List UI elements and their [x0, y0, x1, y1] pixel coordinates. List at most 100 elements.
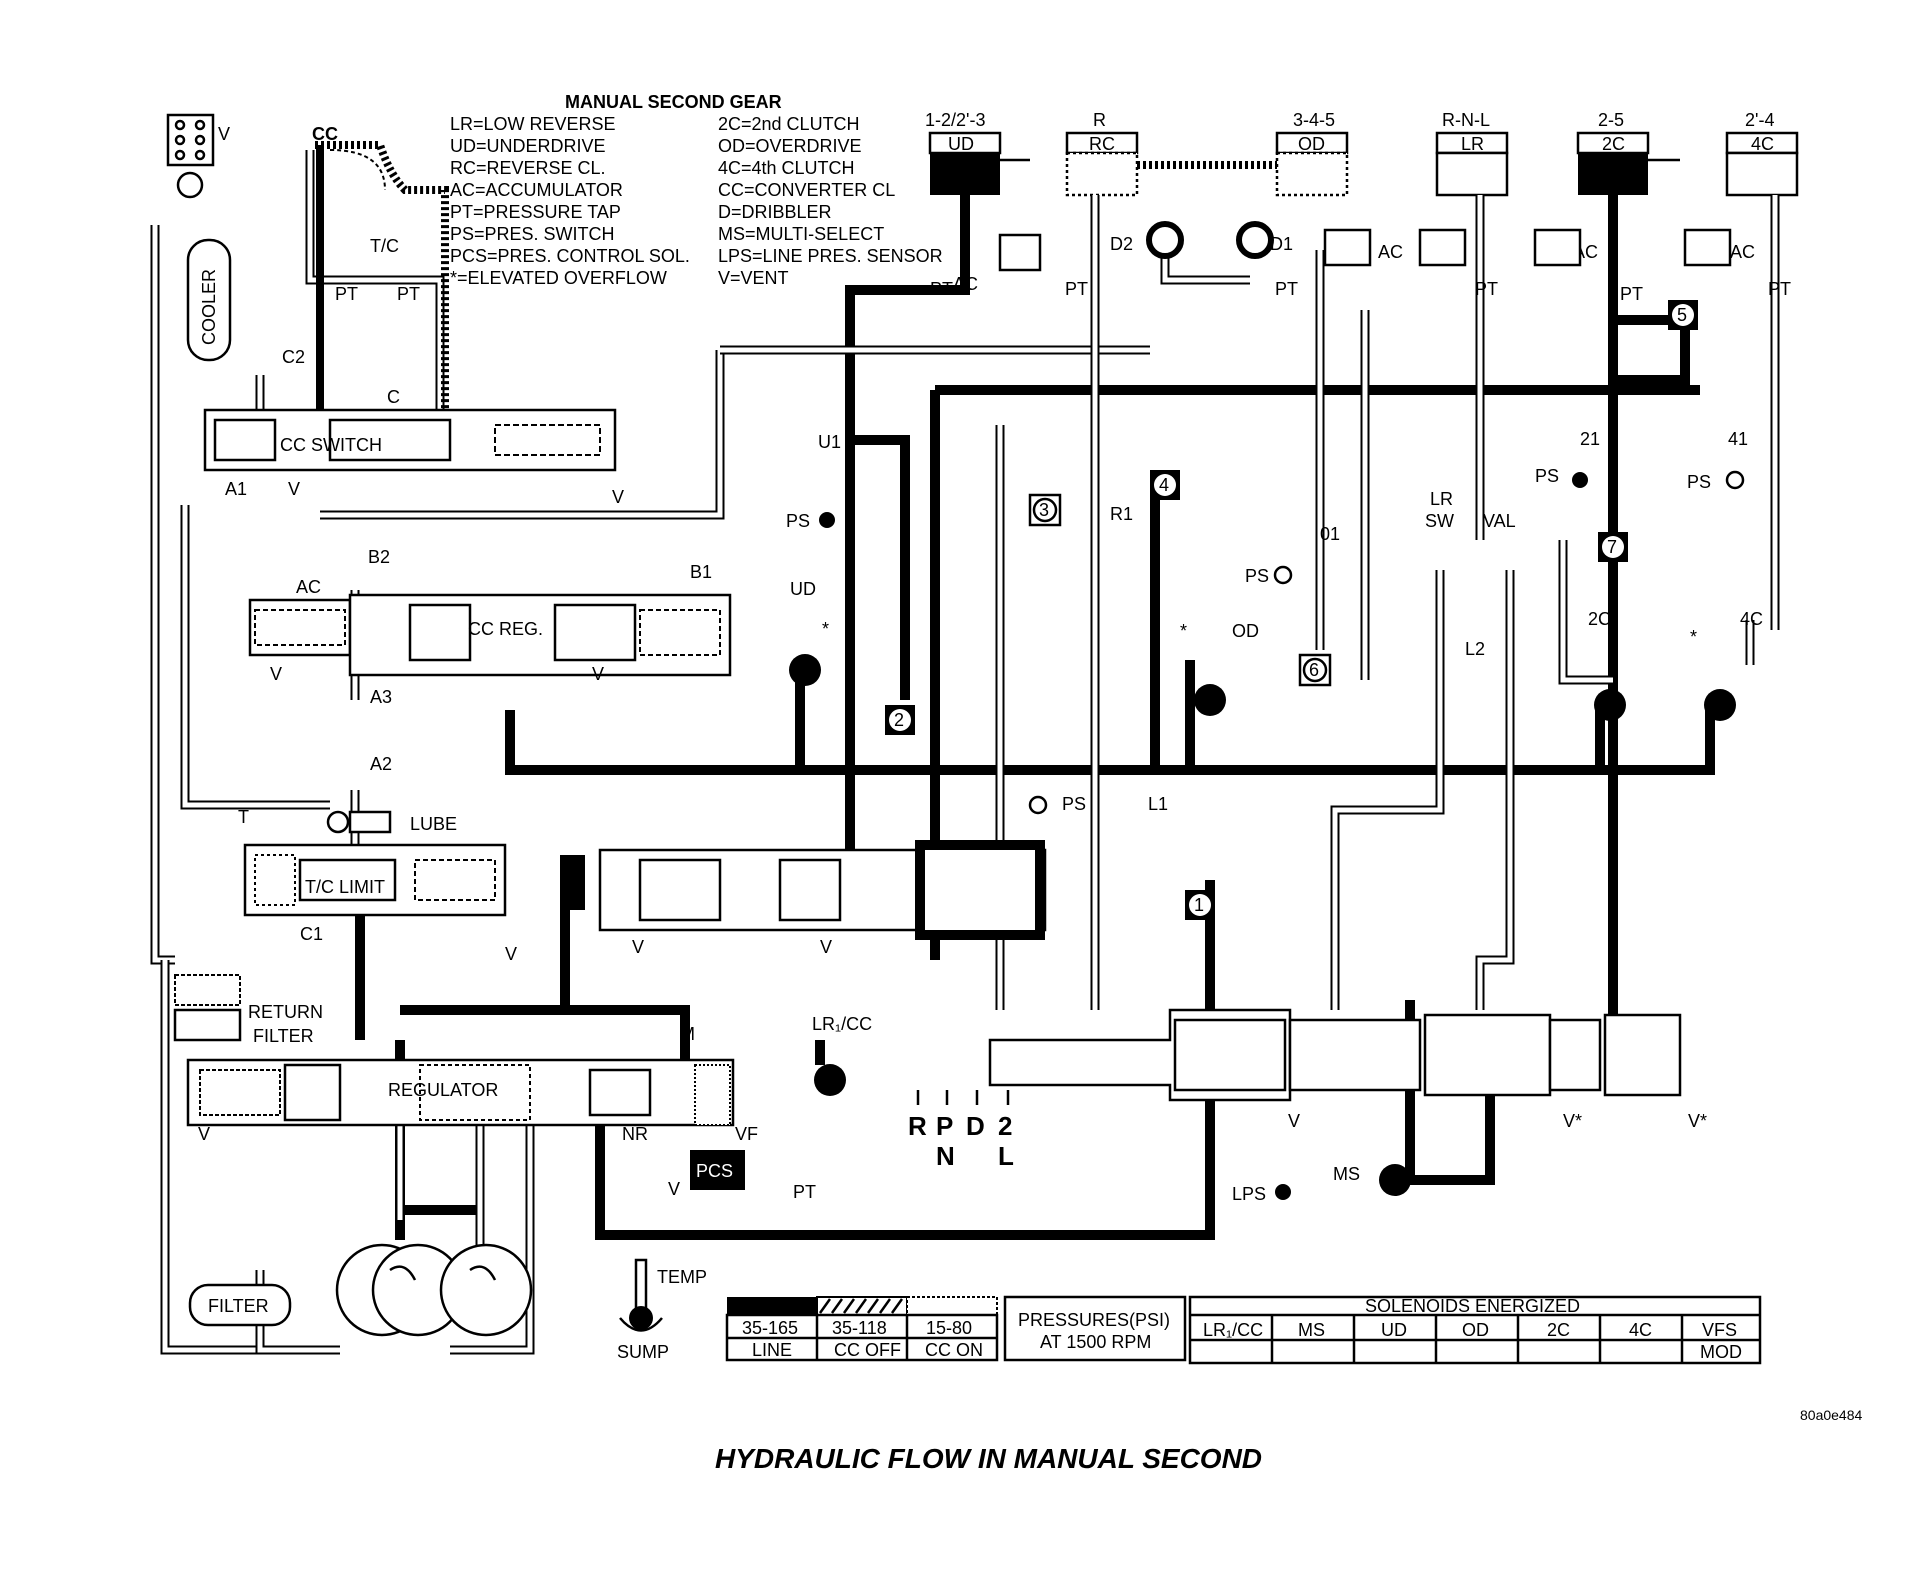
- abbrev-ud: UD=UNDERDRIVE: [450, 136, 606, 156]
- tc-limit-label: T/C LIMIT: [305, 877, 385, 897]
- od-star: *: [1180, 621, 1187, 641]
- b1-label: B1: [690, 562, 712, 582]
- clutch-rc: R RC: [1065, 110, 1139, 197]
- lube-label: LUBE: [410, 814, 457, 834]
- 4c-accum-label: 4C: [1740, 609, 1763, 629]
- legend-pressures-title: PRESSURES(PSI): [1018, 1310, 1170, 1330]
- ud-star: *: [822, 619, 829, 639]
- check-ball-6: 6: [1309, 660, 1319, 680]
- clutch-ud-name: UD: [948, 134, 974, 154]
- u1-label: U1: [818, 432, 841, 452]
- check-ball-7: 7: [1607, 537, 1617, 557]
- shift-l: L: [998, 1141, 1014, 1171]
- cc-switch-vent-2: V: [612, 487, 624, 507]
- d1-label: D1: [1270, 234, 1293, 254]
- abbrev-pcs: PCS=PRES. CONTROL SOL.: [450, 246, 690, 266]
- vent-label: V: [218, 124, 230, 144]
- abbrev-ps: PS=PRES. SWITCH: [450, 224, 615, 244]
- line-pressure-circuits: [355, 195, 1715, 1240]
- abbrev-legend-right: 2C=2nd CLUTCH OD=OVERDRIVE 4C=4th CLUTCH…: [718, 114, 943, 288]
- return-filter-label-2: FILTER: [253, 1026, 314, 1046]
- abbrev-4c: 4C=4th CLUTCH: [718, 158, 855, 178]
- cc-switch-vent-1: V: [288, 479, 300, 499]
- figure-code: 80a0e484: [1800, 1407, 1863, 1423]
- circuit-labels: U1 PS UD * R1 01 PS * OD PS L1 L2 LR SW …: [786, 234, 1791, 1204]
- torque-converter: CC T/C PT PT C: [312, 124, 449, 410]
- legend-ccon-name: CC ON: [925, 1340, 983, 1360]
- solenoid-switch-valve: V V* V*: [988, 1008, 1707, 1131]
- clutch-od: 3-4-5 OD: [1137, 110, 1349, 197]
- ps-label-2c: PS: [1535, 466, 1559, 486]
- tc-limit-valve: T LUBE T/C LIMIT C1 V: [238, 807, 517, 964]
- check-ball-4: 4: [1159, 475, 1169, 495]
- accumulators: [998, 228, 1732, 272]
- abbrev-rc: RC=REVERSE CL.: [450, 158, 606, 178]
- ac-label-ud: AC: [953, 274, 978, 294]
- pt-label-od: PT: [1275, 279, 1298, 299]
- solenoids-title: SOLENOIDS ENERGIZED: [1365, 1296, 1580, 1316]
- clutch-ud: 1-2/2'-3 UD: [925, 110, 1030, 195]
- solenoid-col-od: OD: [1462, 1320, 1489, 1340]
- shift-positions: R P D 2 N L: [908, 1090, 1014, 1171]
- clutch-2c-gear: 2-5: [1598, 110, 1624, 130]
- shift-r: R: [908, 1111, 927, 1141]
- solenoids-table: SOLENOIDS ENERGIZED LR₁/CC MS UD OD 2C 4…: [1188, 1295, 1762, 1365]
- temp-sensor: TEMP SUMP: [617, 1258, 707, 1362]
- lrcc-label: LR₁/CC: [812, 1014, 872, 1034]
- legend-ccoff-name: CC OFF: [834, 1340, 901, 1360]
- ps-label-4c: PS: [1687, 472, 1711, 492]
- legend-ccoff-range: 35-118: [832, 1318, 887, 1338]
- pt-label-pcs: PT: [793, 1182, 816, 1202]
- clutch-od-name: OD: [1298, 134, 1325, 154]
- ps-label-manual: PS: [1062, 794, 1086, 814]
- ssv-vent-2: V*: [1563, 1111, 1582, 1131]
- check-balls: 1 2 3 4 5 6 7: [885, 300, 1698, 920]
- manual-valve: V V: [560, 840, 1047, 957]
- pt-label-lr: PT: [1475, 279, 1498, 299]
- ps-label-od: PS: [1245, 566, 1269, 586]
- check-valve-bodies: [789, 221, 1736, 1196]
- clutch-2c: 2-5 2C: [1576, 110, 1680, 195]
- check-ball-5: 5: [1677, 305, 1687, 325]
- abbrev-v: V=VENT: [718, 268, 789, 288]
- clutch-lr: R-N-L LR: [1435, 110, 1509, 197]
- t-label: T: [238, 807, 249, 827]
- solenoid-col-ms: MS: [1298, 1320, 1325, 1340]
- solenoid-col-ud: UD: [1381, 1320, 1407, 1340]
- ms-label: MS: [1333, 1164, 1360, 1184]
- cooler-label: COOLER: [199, 269, 219, 345]
- regulator-label: REGULATOR: [388, 1080, 498, 1100]
- sump-label: SUMP: [617, 1342, 669, 1362]
- legend-line-name: LINE: [752, 1340, 792, 1360]
- pressure-legend: 35-165 LINE 35-118 CC OFF 15-80 CC ON PR…: [725, 1295, 1187, 1362]
- 4c-star: *: [1690, 627, 1697, 647]
- pt-label-2: PT: [397, 284, 420, 304]
- diagram-title: MANUAL SECOND GEAR: [565, 92, 782, 112]
- a3-label: A3: [370, 687, 392, 707]
- legend-pressures-rpm: AT 1500 RPM: [1040, 1332, 1151, 1352]
- ssv-vent-3: V*: [1688, 1111, 1707, 1131]
- n21-label: 21: [1580, 429, 1600, 449]
- pt-label-ud: PT: [930, 279, 953, 299]
- clutch-4c-gear: 2'-4: [1745, 110, 1774, 130]
- solenoid-col-2c: 2C: [1547, 1320, 1570, 1340]
- tc-label: T/C: [370, 236, 399, 256]
- pressure-control-solenoid: PCS V PT: [668, 1150, 816, 1202]
- return-filter-label-1: RETURN: [248, 1002, 323, 1022]
- check-ball-3: 3: [1039, 500, 1049, 520]
- pcs-vent: V: [668, 1179, 680, 1199]
- clutch-2c-name: 2C: [1602, 134, 1625, 154]
- n41-label: 41: [1728, 429, 1748, 449]
- manual-valve-vent-1: V: [632, 937, 644, 957]
- abbrev-d: D=DRIBBLER: [718, 202, 832, 222]
- solenoid-col-4c: 4C: [1629, 1320, 1652, 1340]
- lr-sw-label-1: LR: [1430, 489, 1453, 509]
- cc-regulator-valve: AC CC REG. V V A3 A2: [248, 577, 732, 774]
- legend-ccon-range: 15-80: [926, 1318, 972, 1338]
- cc-reg-ac-label: AC: [296, 577, 321, 597]
- ssv-vent-1: V: [1288, 1111, 1300, 1131]
- check-ball-1: 1: [1194, 895, 1204, 915]
- c2-label: C2: [282, 347, 305, 367]
- lr-sw-label-2: SW: [1425, 511, 1454, 531]
- r1-label: R1: [1110, 504, 1133, 524]
